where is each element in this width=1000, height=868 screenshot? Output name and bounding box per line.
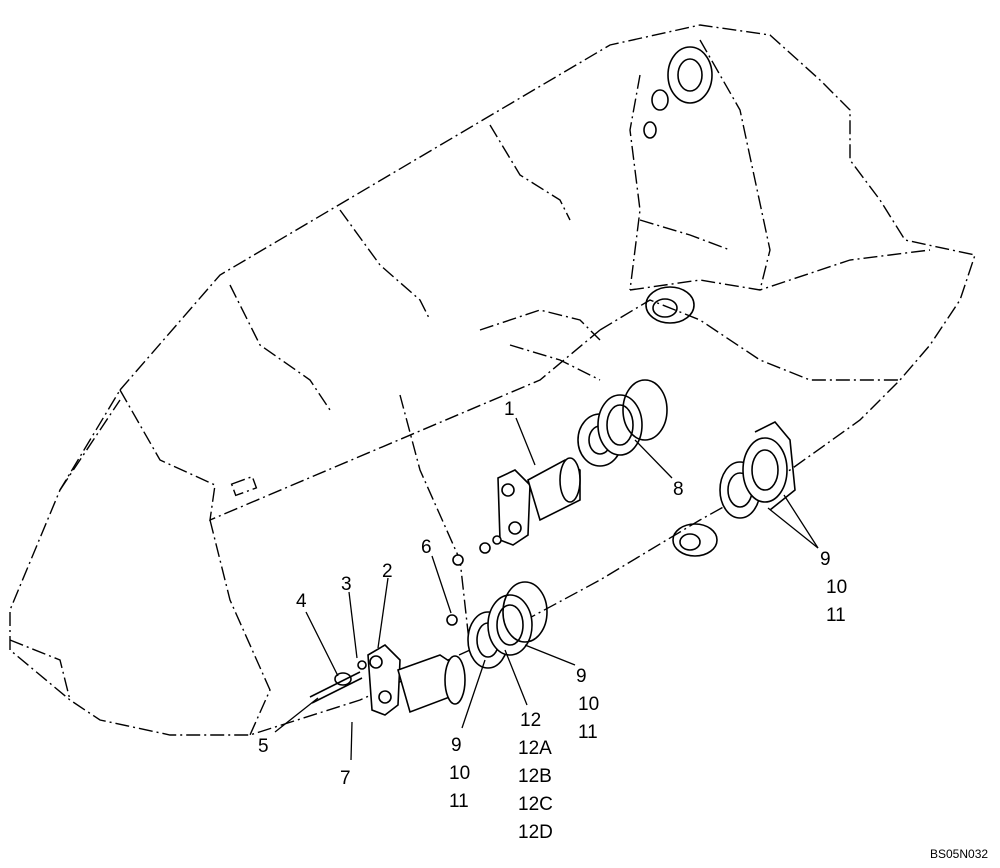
callout-6: 6 xyxy=(421,537,432,558)
leader-lines xyxy=(274,417,819,761)
callout-1: 1 xyxy=(504,399,515,420)
hinge-plates xyxy=(643,46,718,557)
callout-left-9: 9 xyxy=(451,735,462,756)
callout-right-10: 10 xyxy=(826,577,847,598)
callout-12: 12 xyxy=(520,710,541,731)
callout-right-9: 9 xyxy=(820,549,831,570)
callout-12c: 12C xyxy=(518,794,553,815)
callout-8: 8 xyxy=(673,479,684,500)
callout-labels: 1 2 3 4 5 6 7 8 9 10 11 9 10 11 9 10 11 … xyxy=(258,399,847,843)
callout-mid-10: 10 xyxy=(578,694,599,715)
callout-left-10: 10 xyxy=(449,763,470,784)
callout-mid-11: 11 xyxy=(578,722,598,743)
callout-2: 2 xyxy=(382,561,393,582)
callout-5: 5 xyxy=(258,736,269,757)
callout-12b: 12B xyxy=(518,766,552,787)
bucket-outline xyxy=(9,24,976,736)
callout-4: 4 xyxy=(296,591,307,612)
figure-code: BS05N032 xyxy=(930,847,988,861)
right-pin-assembly xyxy=(719,421,796,519)
upper-pin-assembly xyxy=(479,379,668,554)
callout-left-11: 11 xyxy=(449,791,469,812)
lower-pin-assembly xyxy=(309,554,548,716)
callout-right-11: 11 xyxy=(826,605,846,626)
callout-12d: 12D xyxy=(518,822,553,843)
callout-3: 3 xyxy=(341,574,352,595)
callout-mid-9: 9 xyxy=(576,666,587,687)
callout-7: 7 xyxy=(340,768,351,789)
callout-12a: 12A xyxy=(518,738,552,759)
